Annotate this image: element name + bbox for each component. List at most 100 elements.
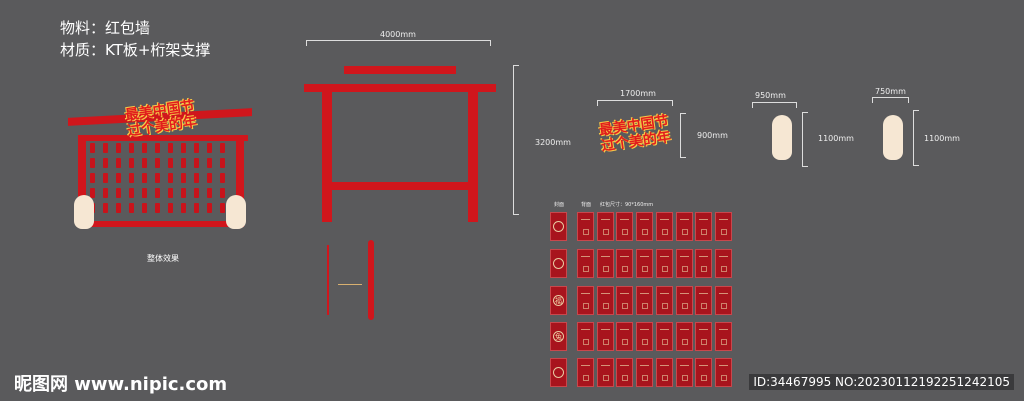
hanging-envelope <box>181 203 186 213</box>
hanging-envelope <box>155 203 160 213</box>
hanging-envelope <box>155 188 160 198</box>
envelope-back <box>636 212 654 241</box>
envelope-front <box>550 358 567 387</box>
overall-caption: 整体效果 <box>147 254 179 263</box>
size-label: 红包尺寸：90*160mm <box>600 202 654 208</box>
hanging-envelope <box>129 188 134 198</box>
rabbit1-height: 1100mm <box>818 134 854 143</box>
hanging-envelope <box>220 143 225 153</box>
envelope-back <box>577 358 594 387</box>
hanging-envelope <box>194 173 199 183</box>
back-label: 背面 <box>581 202 592 208</box>
rabbit2-width: 750mm <box>875 87 906 96</box>
hanging-envelope <box>155 173 160 183</box>
hanging-envelope <box>207 173 212 183</box>
envelope-back <box>616 358 634 387</box>
hanging-envelope <box>207 143 212 153</box>
hanging-envelope <box>155 158 160 168</box>
hanging-envelope <box>181 173 186 183</box>
envelope-back <box>695 249 713 278</box>
hanging-envelope <box>194 203 199 213</box>
hanging-envelope <box>220 158 225 168</box>
frame-width: 4000mm <box>380 30 416 39</box>
material-title: 物料：红包墙 <box>60 19 151 37</box>
hanging-envelope <box>116 158 121 168</box>
rabbit2-height: 1100mm <box>924 134 960 143</box>
frame-height: 3200mm <box>535 138 571 147</box>
slogan-width: 1700mm <box>620 89 656 98</box>
envelope-back <box>596 322 614 351</box>
envelope-back <box>596 358 614 387</box>
hanging-envelope <box>207 188 212 198</box>
hanging-envelope <box>220 188 225 198</box>
hanging-envelope <box>168 173 173 183</box>
envelope-back <box>577 286 594 315</box>
watermark-logo: 昵图网 www.nipic.com <box>14 374 228 395</box>
rabbit1-width: 950mm <box>755 91 786 100</box>
envelope-back <box>695 286 713 315</box>
hanging-envelope <box>90 143 95 153</box>
hanging-envelope <box>194 143 199 153</box>
hanging-envelope <box>181 143 186 153</box>
envelope-front <box>550 212 567 241</box>
hanging-envelope <box>207 158 212 168</box>
hanging-envelope <box>142 143 147 153</box>
envelope-back <box>636 286 654 315</box>
envelope-back <box>616 212 634 241</box>
hanging-envelope <box>103 188 108 198</box>
envelope-back <box>636 249 654 278</box>
hanging-envelope <box>142 158 147 168</box>
hanging-envelope <box>129 158 134 168</box>
envelope-back <box>655 249 673 278</box>
envelope-back <box>675 212 693 241</box>
envelope-back <box>675 322 693 351</box>
hanging-envelope <box>207 203 212 213</box>
envelope-back <box>675 249 693 278</box>
envelope-back <box>675 358 693 387</box>
hanging-envelope <box>116 188 121 198</box>
hanging-envelope <box>168 188 173 198</box>
hanging-envelope <box>103 143 108 153</box>
envelope-back <box>577 249 594 278</box>
hanging-envelope <box>168 158 173 168</box>
frame-structure <box>300 62 500 222</box>
envelope-back <box>714 249 732 278</box>
hanging-envelope <box>142 203 147 213</box>
hanging-envelope <box>194 188 199 198</box>
envelope-back <box>695 212 713 241</box>
hanging-envelope <box>181 188 186 198</box>
rabbit-right <box>226 195 246 229</box>
hanging-envelope <box>129 203 134 213</box>
envelope-back <box>655 358 673 387</box>
hanging-envelope <box>116 143 121 153</box>
envelope-back <box>596 212 614 241</box>
hanging-envelope <box>103 173 108 183</box>
material-spec: 材质：KT板+桁架支撑 <box>60 41 211 59</box>
rabbit-left <box>74 195 94 229</box>
rabbit-component-1 <box>772 115 792 160</box>
envelope-back <box>695 322 713 351</box>
front-label: 封面 <box>554 202 565 208</box>
envelope-back <box>675 286 693 315</box>
hanging-envelope <box>129 143 134 153</box>
envelope-back <box>636 358 654 387</box>
hanging-envelope <box>90 188 95 198</box>
hanging-envelope <box>168 143 173 153</box>
envelope-back <box>616 249 634 278</box>
hanging-envelope <box>142 173 147 183</box>
hanging-envelope <box>194 158 199 168</box>
hanging-envelope <box>155 143 160 153</box>
envelope-back <box>695 358 713 387</box>
hanging-envelope <box>116 173 121 183</box>
hanging-envelope <box>168 203 173 213</box>
image-id: ID:34467995 NO:20230112192251242105 <box>749 374 1014 390</box>
envelope-back <box>714 322 732 351</box>
envelope-back <box>655 286 673 315</box>
envelope-back <box>577 212 594 241</box>
envelope-back <box>636 322 654 351</box>
envelope-back <box>577 322 594 351</box>
envelope-back <box>596 286 614 315</box>
hanging-envelope <box>116 203 121 213</box>
envelope-back <box>714 358 732 387</box>
envelope-back <box>714 212 732 241</box>
